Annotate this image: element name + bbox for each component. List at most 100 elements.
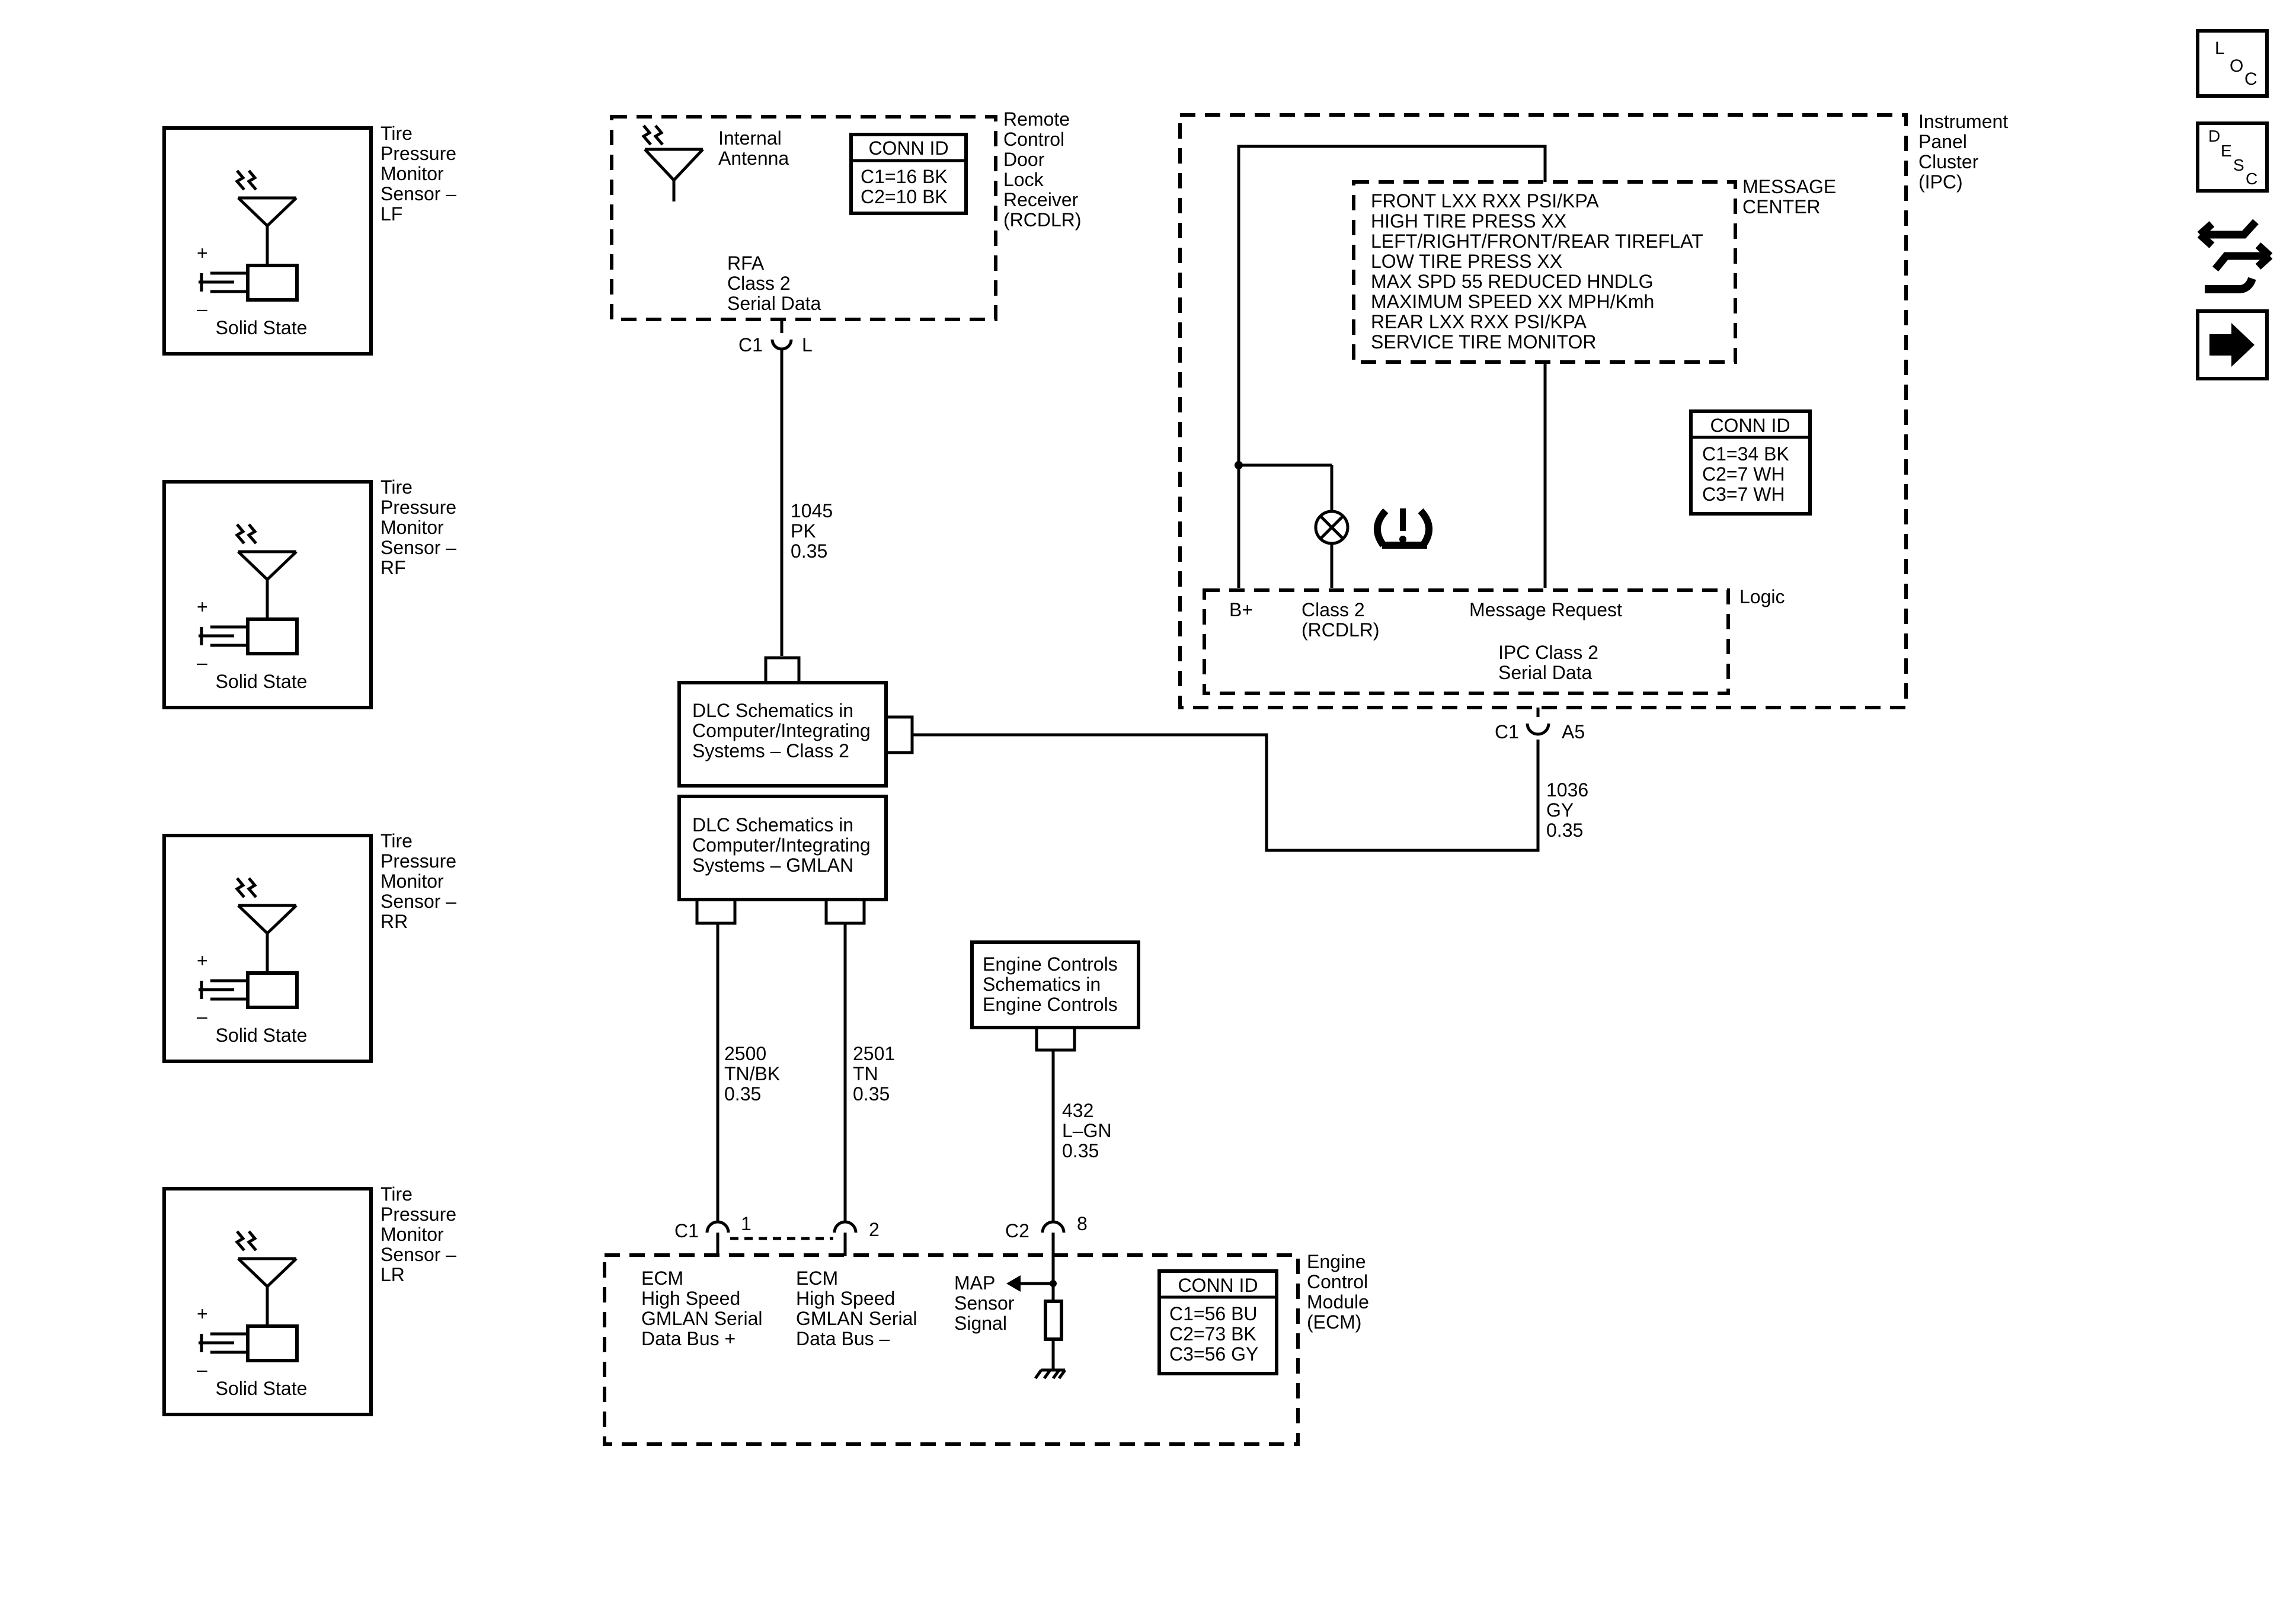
svg-text:Receiver: Receiver	[1003, 189, 1079, 210]
ecm-module: C1 1 2 C2 8 ECM High Speed GMLAN Serial …	[603, 1213, 1369, 1446]
sensor-title-line: Tire	[380, 1183, 412, 1205]
svg-text:C1: C1	[1495, 721, 1519, 743]
svg-text:L: L	[2215, 39, 2225, 58]
connector-repair-icon[interactable]	[2197, 219, 2273, 293]
sensor-title-line: Monitor	[380, 1224, 444, 1245]
svg-text:1045: 1045	[791, 500, 833, 521]
svg-text:Serial Data: Serial Data	[727, 293, 821, 314]
svg-text:0.35: 0.35	[724, 1083, 761, 1105]
ipc-title: Instrument Panel Cluster (IPC)	[1918, 111, 2008, 193]
svg-text:High Speed: High Speed	[796, 1288, 895, 1309]
svg-text:A5: A5	[1562, 721, 1585, 743]
next-arrow-button[interactable]	[2196, 309, 2269, 380]
loc-button[interactable]: L O C	[2196, 29, 2269, 98]
solid-state-label: Solid State	[216, 317, 308, 338]
svg-text:C2=73 BK: C2=73 BK	[1169, 1323, 1256, 1345]
sensor-element	[246, 617, 299, 655]
svg-text:Instrument: Instrument	[1918, 111, 2008, 132]
rcdlr-conn-id: CONN ID C1=16 BK C2=10 BK	[849, 133, 968, 215]
sensor-element	[246, 264, 299, 302]
svg-text:Antenna: Antenna	[718, 148, 789, 169]
svg-text:CONN ID: CONN ID	[1178, 1275, 1258, 1296]
svg-text:Schematics in: Schematics in	[983, 974, 1101, 995]
plus-sign: +	[197, 242, 208, 264]
svg-text:Lock: Lock	[1003, 169, 1044, 190]
svg-text:Internal: Internal	[718, 127, 782, 149]
battery-icon	[199, 979, 248, 1001]
sensor-title-line: LR	[380, 1264, 405, 1285]
svg-text:Module: Module	[1307, 1291, 1369, 1313]
svg-text:CENTER: CENTER	[1742, 196, 1821, 217]
svg-text:Systems – GMLAN: Systems – GMLAN	[692, 854, 853, 876]
solid-state-label: Solid State	[216, 671, 308, 692]
svg-text:Control: Control	[1307, 1271, 1368, 1292]
ecm-bus-pos-label: ECM High Speed GMLAN Serial Data Bus +	[641, 1268, 763, 1349]
svg-text:B+: B+	[1229, 599, 1253, 620]
tpms-warning-icon	[1373, 508, 1433, 549]
engine-controls-box: Engine Controls Schematics in Engine Con…	[970, 940, 1140, 1052]
svg-text:Remote: Remote	[1003, 108, 1070, 130]
warning-lamp-icon	[1314, 510, 1350, 545]
svg-text:Engine Controls: Engine Controls	[983, 953, 1118, 975]
svg-text:Cluster: Cluster	[1918, 151, 1979, 172]
svg-text:Sensor: Sensor	[954, 1292, 1015, 1314]
svg-text:0.35: 0.35	[791, 540, 827, 562]
wire-1036: 1036 GY 0.35	[912, 733, 1588, 852]
sensor-title-line: Monitor	[380, 870, 444, 892]
sensor-title-line: RR	[380, 911, 408, 932]
svg-text:MESSAGE: MESSAGE	[1742, 176, 1836, 197]
minus-sign: –	[197, 1006, 207, 1027]
svg-text:MAP: MAP	[954, 1272, 995, 1294]
message-center: MESSAGE CENTER FRONT LXX RXX PSI/KPA HIG…	[1352, 176, 1836, 364]
svg-text:E: E	[2221, 142, 2232, 160]
minus-sign: –	[197, 298, 207, 319]
svg-text:Serial Data: Serial Data	[1498, 662, 1593, 683]
ecm-bus-neg-label: ECM High Speed GMLAN Serial Data Bus –	[796, 1268, 917, 1349]
battery-icon	[199, 625, 248, 647]
svg-text:Control: Control	[1003, 129, 1064, 150]
svg-text:Engine Controls: Engine Controls	[983, 994, 1118, 1015]
svg-text:O: O	[2230, 56, 2243, 76]
svg-text:S: S	[2233, 156, 2244, 174]
svg-text:C2=7 WH: C2=7 WH	[1702, 463, 1785, 485]
ipc-logic-block: Logic B+ Class 2 (RCDLR) Message Request…	[1203, 586, 1785, 695]
rcdlr-module: Internal Antenna CONN ID C1=16 BK C2=10 …	[610, 108, 1082, 356]
svg-text:SERVICE TIRE MONITOR: SERVICE TIRE MONITOR	[1371, 331, 1597, 353]
solid-state-label: Solid State	[216, 1025, 308, 1046]
svg-text:CONN ID: CONN ID	[1710, 415, 1790, 436]
svg-text:LOW TIRE PRESS XX: LOW TIRE PRESS XX	[1371, 251, 1562, 272]
svg-text:High Speed: High Speed	[641, 1288, 740, 1309]
svg-text:(RCDLR): (RCDLR)	[1302, 619, 1380, 641]
svg-text:TN: TN	[853, 1063, 878, 1084]
svg-text:1036: 1036	[1546, 779, 1588, 801]
dlc-class2-box: DLC Schematics in Computer/Integrating S…	[677, 656, 914, 788]
battery-icon	[199, 1332, 248, 1354]
svg-text:0.35: 0.35	[1546, 820, 1583, 841]
svg-text:IPC Class 2: IPC Class 2	[1498, 642, 1598, 663]
svg-text:L: L	[802, 334, 813, 356]
map-sensor-signal: MAP Sensor Signal	[954, 1256, 1067, 1380]
sensor-title-line: Tire	[380, 830, 412, 852]
plus-sign: +	[197, 950, 208, 971]
wire-2501: 2501 TN 0.35	[843, 924, 895, 1221]
svg-text:Systems – Class 2: Systems – Class 2	[692, 740, 849, 761]
ecm-pin-c1-1: C1 1	[674, 1213, 752, 1256]
antenna-icon	[235, 877, 298, 973]
plus-sign: +	[197, 596, 208, 617]
minus-sign: –	[197, 652, 207, 673]
svg-text:C3=56 GY: C3=56 GY	[1169, 1343, 1258, 1365]
svg-text:0.35: 0.35	[1062, 1140, 1099, 1161]
svg-text:GY: GY	[1546, 799, 1574, 821]
svg-text:MAX SPD 55 REDUCED HNDLG: MAX SPD 55 REDUCED HNDLG	[1371, 271, 1654, 292]
svg-text:C1=34 BK: C1=34 BK	[1702, 443, 1789, 465]
sensor-title-line: Monitor	[380, 163, 444, 184]
rcdlr-connector-pin: C1 L	[738, 319, 813, 356]
wire-2500: 2500 TN/BK 0.35	[716, 924, 780, 1221]
svg-text:2501: 2501	[853, 1043, 895, 1064]
desc-button[interactable]: D E S C	[2196, 121, 2269, 193]
